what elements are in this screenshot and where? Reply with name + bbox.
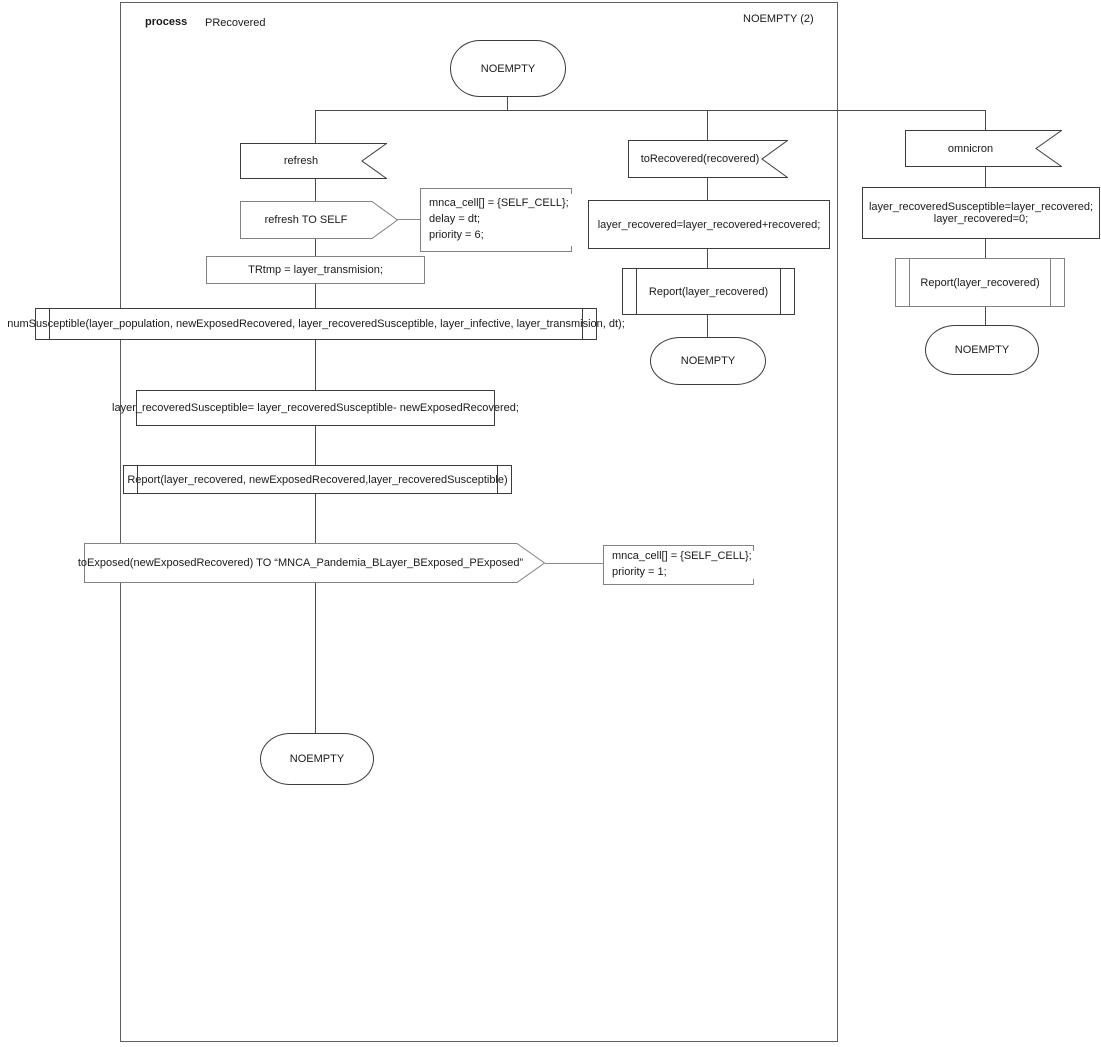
connector-refresh-2: [315, 239, 316, 256]
comment-toexposed-output[interactable]: mnca_cell[] = {SELF_CELL}; priority = 1;: [603, 545, 754, 585]
task-recovered-susceptible-label: layer_recoveredSusceptible= layer_recove…: [112, 402, 519, 414]
output-refresh-to-self-label: refresh TO SELF: [264, 214, 348, 226]
connector-branch-bar: [315, 110, 986, 111]
input-refresh[interactable]: refresh: [240, 143, 387, 179]
proc-report-torecovered[interactable]: Report(layer_recovered): [622, 268, 795, 315]
connector-refresh-5: [315, 424, 316, 465]
connector-torecovered-drop: [707, 110, 708, 140]
connector-torecovered-1: [707, 178, 708, 200]
proc-report-omnicron[interactable]: Report(layer_recovered): [895, 258, 1065, 307]
input-torecovered[interactable]: toRecovered(recovered): [628, 140, 788, 178]
comment-refresh-output[interactable]: mnca_cell[] = {SELF_CELL}; delay = dt; p…: [420, 188, 572, 252]
connector-comment-refresh: [396, 219, 420, 220]
output-signal-shape: [84, 543, 545, 583]
state-torecovered-end-noempty-label: NOEMPTY: [680, 355, 736, 367]
task-omnicron-reset[interactable]: layer_recoveredSusceptible=layer_recover…: [862, 187, 1100, 239]
input-omnicron[interactable]: omnicron: [905, 130, 1062, 167]
connector-omnicron-1: [985, 167, 986, 187]
proc-report-torecovered-label: Report(layer_recovered): [648, 285, 769, 298]
task-trtmp[interactable]: TRtmp = layer_transmision;: [206, 256, 425, 284]
connector-comment-exposed: [545, 563, 603, 564]
connector-refresh-6: [315, 492, 316, 543]
proc-report-refresh[interactable]: Report(layer_recovered, newExposedRecove…: [123, 465, 512, 494]
input-refresh-label: refresh: [283, 155, 319, 167]
comment-refresh-output-text: mnca_cell[] = {SELF_CELL}; delay = dt; p…: [429, 197, 569, 241]
input-torecovered-label: toRecovered(recovered): [640, 153, 760, 165]
state-torecovered-end-noempty[interactable]: NOEMPTY: [650, 337, 766, 385]
state-omnicron-end-noempty[interactable]: NOEMPTY: [925, 325, 1039, 375]
input-omnicron-label: omnicron: [947, 142, 994, 155]
task-recovered-susceptible[interactable]: layer_recoveredSusceptible= layer_recove…: [112, 390, 519, 426]
connector-refresh-4: [315, 338, 316, 390]
process-name-label: PRecovered: [205, 17, 266, 29]
state-omnicron-end-noempty-label: NOEMPTY: [954, 344, 1010, 356]
proc-numsusceptible-label: numSusceptible(layer_population, newExpo…: [7, 318, 625, 330]
output-toexposed[interactable]: toExposed(newExposedRecovered) TO “MNCA_…: [77, 543, 545, 583]
connector-omnicron-3: [985, 305, 986, 325]
process-kind-label: process: [145, 16, 188, 28]
state-start-noempty-label: NOEMPTY: [480, 62, 536, 75]
connector-omnicron-2: [985, 237, 986, 258]
task-omnicron-reset-label: layer_recoveredSusceptible=layer_recover…: [868, 201, 1094, 225]
proc-report-refresh-label: Report(layer_recovered, newExposedRecove…: [127, 473, 508, 486]
frame-state-ref-label: NOEMPTY (2): [743, 13, 814, 25]
task-trtmp-label: TRtmp = layer_transmision;: [248, 264, 383, 276]
connector-refresh-drop: [315, 110, 316, 143]
output-toexposed-label: toExposed(newExposedRecovered) TO “MNCA_…: [77, 557, 524, 569]
connector-omnicron-drop: [985, 110, 986, 130]
connector-start-drop: [507, 95, 508, 110]
comment-toexposed-output-text: mnca_cell[] = {SELF_CELL}; priority = 1;: [612, 550, 752, 578]
output-signal-shape: [240, 201, 398, 239]
proc-report-omnicron-label: Report(layer_recovered): [920, 276, 1040, 289]
connector-torecovered-2: [707, 247, 708, 268]
proc-numsusceptible[interactable]: numSusceptible(layer_population, newExpo…: [7, 308, 625, 340]
connector-refresh-7: [315, 583, 316, 733]
state-refresh-end-noempty[interactable]: NOEMPTY: [260, 733, 374, 785]
state-refresh-end-noempty-label: NOEMPTY: [289, 753, 345, 765]
input-signal-shape: [240, 143, 387, 179]
connector-refresh-1: [315, 179, 316, 201]
process-frame: [120, 2, 838, 1042]
task-layer-recovered-add-label: layer_recovered=layer_recovered+recovere…: [597, 218, 821, 231]
task-layer-recovered-add[interactable]: layer_recovered=layer_recovered+recovere…: [588, 200, 830, 249]
input-signal-shape: [905, 130, 1062, 167]
connector-refresh-3: [315, 282, 316, 308]
output-refresh-to-self[interactable]: refresh TO SELF: [240, 201, 398, 239]
state-start-noempty[interactable]: NOEMPTY: [450, 40, 566, 97]
input-signal-shape: [628, 140, 788, 178]
connector-torecovered-3: [707, 313, 708, 337]
